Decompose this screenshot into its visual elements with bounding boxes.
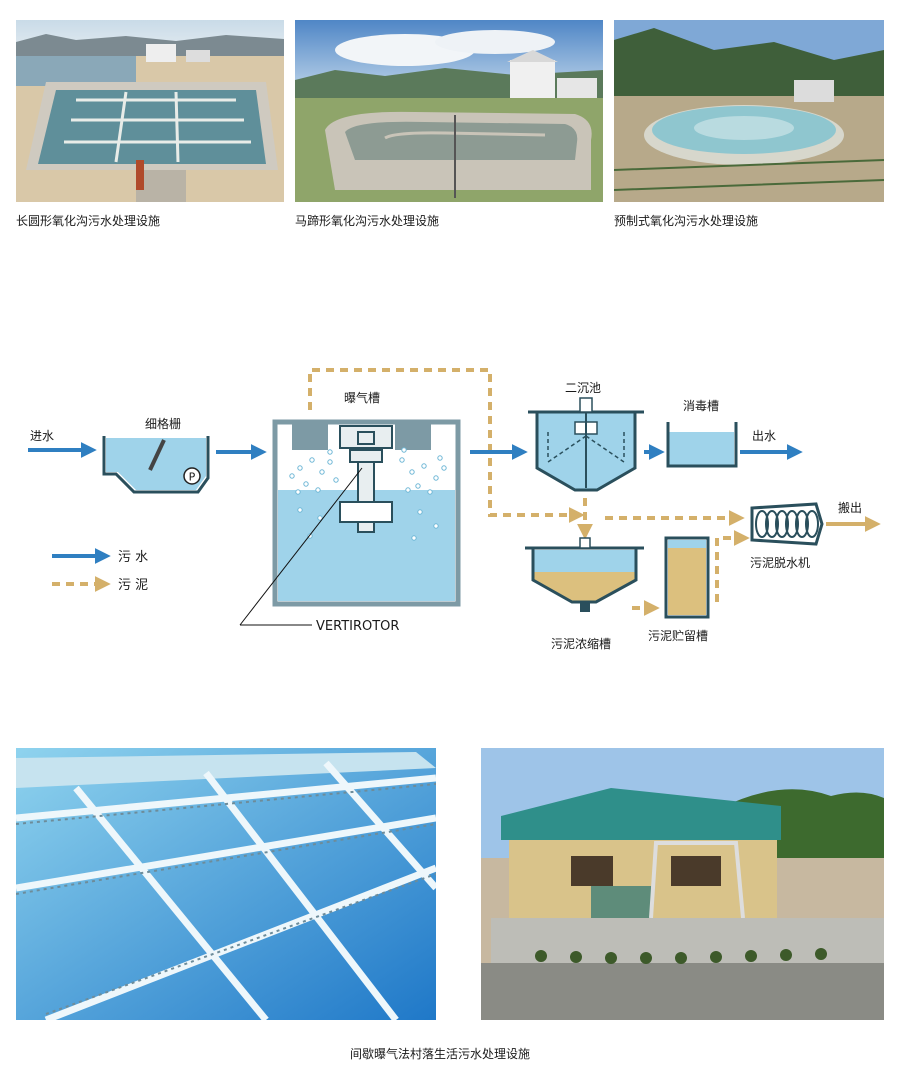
label-secondary-clarifier: 二沉池 — [565, 381, 601, 395]
screw-coil — [805, 510, 819, 538]
bubble — [289, 473, 295, 479]
bubble — [437, 455, 443, 461]
screw-coil — [785, 510, 799, 538]
label-sludge-storage: 污泥贮留槽 — [648, 628, 708, 643]
sludge-storage-tank — [664, 536, 710, 619]
photo-prefab-oxidation-ditch — [614, 20, 884, 202]
bubble — [327, 449, 333, 455]
bubble — [427, 489, 433, 495]
process-flow-diagram: P — [28, 368, 881, 651]
fine-screen-tank: P — [102, 436, 210, 494]
screw-coil — [775, 510, 789, 538]
photo-oval-oxidation-ditch — [16, 20, 284, 202]
bubble — [415, 483, 421, 489]
bubble — [399, 457, 405, 463]
bubble — [441, 465, 447, 471]
label-sludge-thickener: 污泥浓缩槽 — [551, 636, 611, 651]
bubble — [315, 487, 321, 493]
sludge-flow-lines — [308, 368, 750, 616]
aeration-bubbles — [289, 447, 447, 541]
label-carry-out: 搬出 — [838, 500, 862, 515]
photo-caption: 马蹄形氧化沟污水处理设施 — [295, 214, 440, 228]
label-vertirotor: VERTIROTOR — [316, 619, 399, 634]
photo-caption: 长圆形氧化沟污水处理设施 — [16, 214, 161, 228]
bubble — [327, 459, 333, 465]
screw-coil — [755, 510, 769, 538]
sludge-dewatering-machine — [750, 502, 824, 546]
label-disinfection-tank: 消毒槽 — [683, 399, 719, 413]
label-dewatering-machine: 污泥脱水机 — [750, 555, 810, 570]
bubble — [317, 515, 323, 521]
bubble — [319, 469, 325, 475]
bubble — [401, 447, 407, 453]
disinfection-tank — [666, 422, 738, 468]
bubble — [297, 507, 303, 513]
bubble — [433, 475, 439, 481]
photo-village-treatment-building — [481, 748, 884, 1020]
pump-symbol: P — [189, 471, 196, 484]
bubble — [411, 535, 417, 541]
bubble — [417, 509, 423, 515]
bubble — [297, 465, 303, 471]
aeration-tank — [272, 419, 461, 607]
bubble — [295, 489, 301, 495]
photo-aeration-basins — [16, 748, 436, 1020]
secondary-clarifier — [528, 397, 644, 492]
screw-coil — [765, 510, 779, 538]
label-outflow: 出水 — [752, 429, 776, 443]
label-aeration-tank: 曝气槽 — [344, 390, 380, 405]
legend-label-sewage: 污 水 — [118, 550, 148, 565]
sewage-flow-lines — [28, 442, 881, 532]
bubble — [303, 481, 309, 487]
bottom-caption: 间歇曝气法村落生活污水处理设施 — [350, 1047, 531, 1061]
bubble — [409, 469, 415, 475]
bubble — [421, 463, 427, 469]
legend: 污 水 污 泥 — [52, 548, 148, 593]
bubble — [333, 477, 339, 483]
sludge-thickener — [525, 537, 644, 612]
bubble — [405, 487, 411, 493]
bubble — [433, 523, 439, 529]
photo-caption: 预制式氧化沟污水处理设施 — [614, 214, 759, 228]
label-inflow: 进水 — [30, 429, 54, 443]
label-fine-screen: 细格栅 — [145, 416, 181, 431]
photo-horseshoe-oxidation-ditch — [295, 20, 603, 202]
bubble — [309, 457, 315, 463]
legend-label-sludge: 污 泥 — [118, 578, 148, 593]
screw-coil — [795, 510, 809, 538]
